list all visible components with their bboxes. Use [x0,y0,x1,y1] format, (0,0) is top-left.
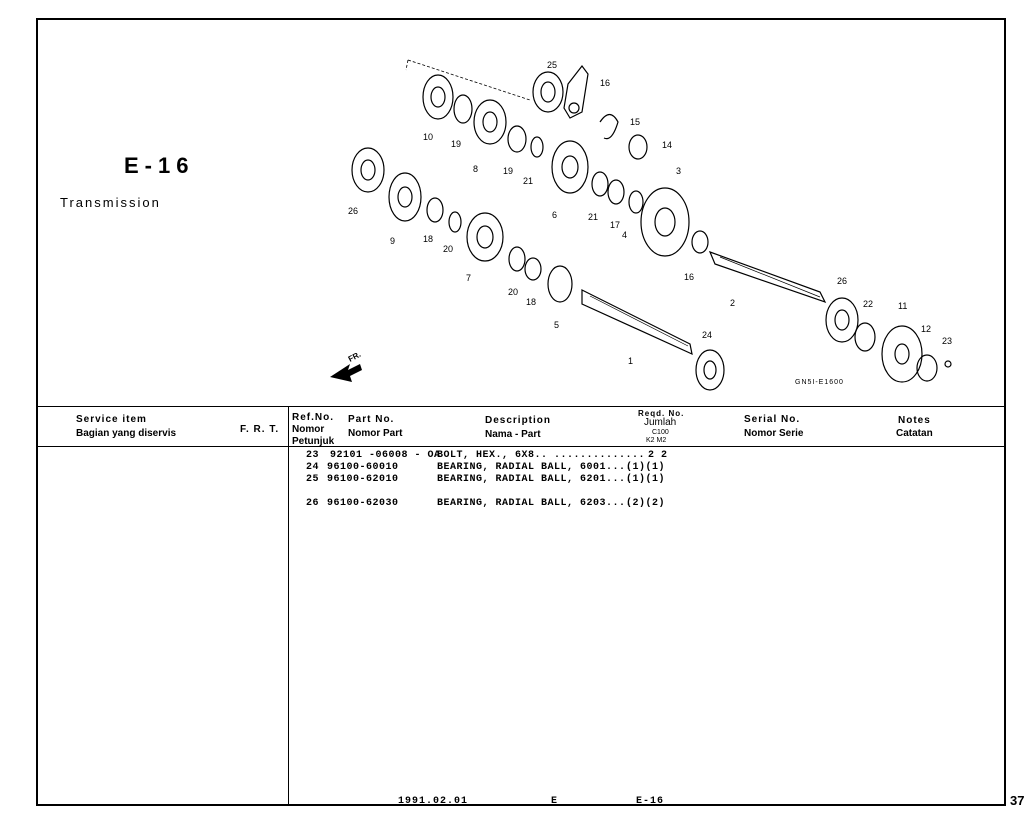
transmission-exploded-diagram: FR. 25 16 15 14 10 19 8 19 21 3 26 6 21 … [330,59,952,391]
callout-number: 16 [600,78,610,88]
callout-number: 26 [348,206,358,216]
section-name: Transmission [60,195,161,210]
header-service-item-id: Bagian yang diservis [76,428,177,439]
callout-number: 12 [921,324,931,334]
callout-number: 21 [588,212,598,222]
callout-number: 24 [702,330,712,340]
callout-number: 5 [554,320,559,330]
callout-number: 8 [473,164,478,174]
header-bottom-rule [36,446,1006,447]
callout-number: 26 [837,276,847,286]
callout-number: 20 [443,244,453,254]
callout-number: 23 [942,336,952,346]
callout-number: 10 [423,132,433,142]
callout-number: 7 [466,273,471,283]
header-serial-no: Serial No. [744,414,801,425]
callout-number: 25 [547,60,557,70]
header-reqd-no-id: Jumlah [644,417,677,428]
callout-number: 14 [662,140,672,150]
footer-section-ref: E-16 [636,796,665,807]
header-models: C100 [652,429,669,436]
front-arrow-icon: FR. [330,350,362,382]
header-model-variants: K2 M2 [646,437,667,444]
header-description-id: Nama - Part [485,429,541,440]
header-ref-no-id: Nomor Petunjuk [292,424,335,447]
header-service-item: Service item [76,414,147,425]
header-reqd-no: Reqd. No. [638,409,685,418]
gear-10-shape [422,74,454,120]
footer-edition: E [551,796,559,807]
callout-number: 19 [451,139,461,149]
front-arrow-label: FR. [347,350,363,364]
header-frt: F. R. T. [240,424,280,435]
callout-number: 19 [503,166,513,176]
callout-number: 18 [423,234,433,244]
header-part-no: Part No. [348,414,395,425]
header-notes-id: Catatan [896,428,933,439]
header-serial-no-id: Nomor Serie [744,428,804,439]
header-top-rule [36,406,1006,407]
callout-number: 6 [552,210,557,220]
callout-number: 20 [508,287,518,297]
callout-number: 16 [684,272,694,282]
callout-number: 4 [622,230,627,240]
column-divider [288,406,289,806]
footer-date: 1991.02.01 [398,796,469,807]
callout-number: 9 [390,236,395,246]
callout-number: 2 [730,298,735,308]
callout-number: 3 [676,166,681,176]
header-notes: Notes [898,415,931,426]
callout-number: 1 [628,356,633,366]
drawing-code: GN5I-E1600 [795,379,844,386]
callout-number: 17 [610,220,620,230]
callout-number: 11 [898,301,907,311]
callout-number: 18 [526,297,536,307]
header-ref-no: Ref.No. [292,412,334,423]
header-part-no-id: Nomor Part [348,428,403,439]
page-number: 37 [1010,793,1024,808]
callout-number: 22 [863,299,873,309]
callout-number: 15 [630,117,640,127]
callout-number: 21 [523,176,533,186]
section-code: E-16 [124,153,195,178]
header-description: Description [485,415,552,426]
page-frame [36,18,1006,806]
